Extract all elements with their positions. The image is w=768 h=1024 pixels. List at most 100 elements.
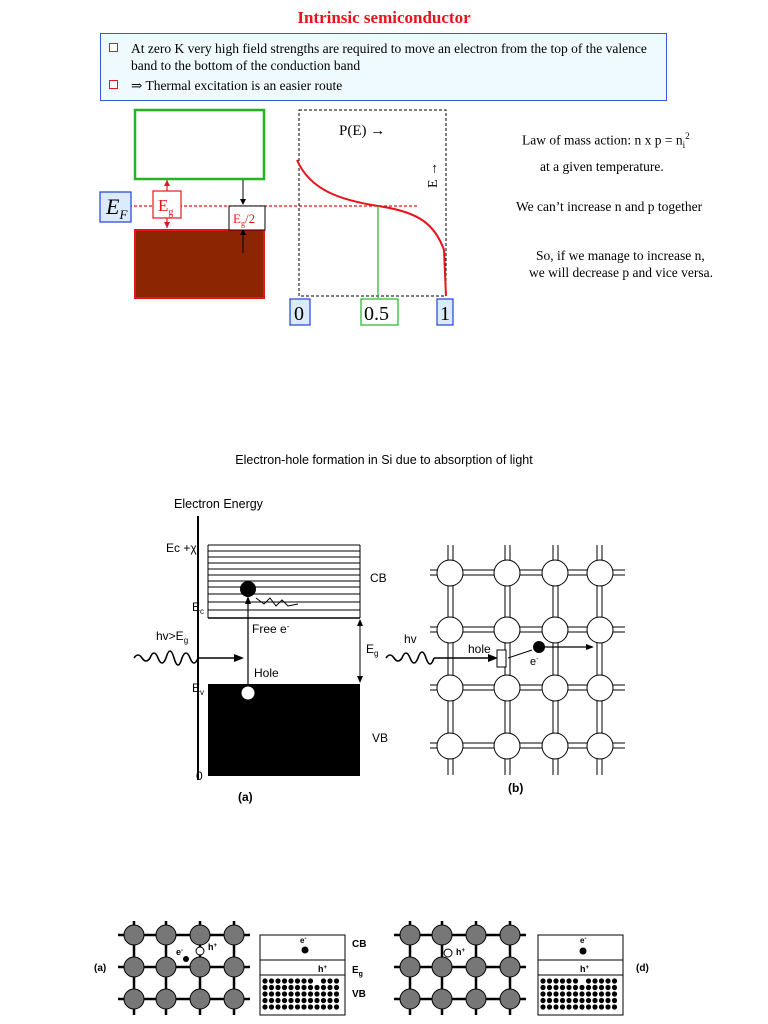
vb-electron-dot <box>553 1004 559 1010</box>
cb-e-label-d: e- <box>580 936 586 945</box>
vb-electron-dot <box>605 1004 611 1010</box>
vb-electron-dot <box>579 997 585 1004</box>
vb-label-a: VB <box>352 989 366 1000</box>
electron-energy-label: Electron Energy <box>174 497 264 511</box>
vb-electron-dot <box>333 1004 340 1010</box>
vb-electron-dot <box>314 991 320 997</box>
vb-electron-dot <box>572 978 579 984</box>
atoms-a <box>123 924 245 1010</box>
vb-electron-dot <box>281 984 288 991</box>
vb-electron-dot <box>307 984 314 991</box>
lattice-figure: hv hole e- (b) <box>385 545 625 795</box>
vb-electron-dot <box>281 997 288 1004</box>
vb-electron-dot <box>307 1004 314 1010</box>
eg-arrow-head-down <box>164 222 170 228</box>
hv-label-b: hv <box>404 632 417 646</box>
eg-bracket-head-up <box>357 619 363 626</box>
panel-b-label: (b) <box>508 781 523 795</box>
photon-wave-b <box>385 651 435 665</box>
vb-electron-dot <box>281 991 288 997</box>
bullet-box: At zero K very high field strengths are … <box>100 33 667 101</box>
temperature-note: at a given temperature. <box>540 159 664 174</box>
vb-electron-dot <box>585 997 592 1004</box>
lattice-band-figure-d: h+ e- h+ (d) <box>394 921 649 1016</box>
hole-dot <box>240 685 256 701</box>
lattice-band-figure-a: e- h+ (a) e- h+ CB Eg VB <box>94 921 366 1016</box>
vb-electron-dot <box>307 991 314 997</box>
vb-electron-dot <box>294 1004 301 1010</box>
vb-h-label-d: h+ <box>580 964 590 974</box>
e-label-a: e- <box>176 947 183 957</box>
vb-electron-dot <box>585 1004 592 1010</box>
vb-electron-dot <box>611 978 618 984</box>
h-label-a: h+ <box>208 942 218 952</box>
figure-caption: Electron-hole formation in Si due to abs… <box>235 453 533 467</box>
valence-band <box>134 229 265 299</box>
vb-electron-dot <box>611 1004 618 1010</box>
vb-electron-dot <box>281 1004 288 1010</box>
hv-eg-label: hv>Eg <box>156 629 188 645</box>
vb-electron-dot <box>553 997 559 1004</box>
vb-electron-dot <box>546 984 553 991</box>
tick-05-box <box>360 298 399 326</box>
vb-electron-dot <box>314 1004 320 1010</box>
vb-electron-dot <box>268 978 275 984</box>
vb-electron-dot <box>333 978 340 984</box>
ef-label: EF <box>105 194 128 222</box>
vb-electron-dot <box>546 991 553 997</box>
vb-electron-dot <box>268 991 275 997</box>
cb-e-label-a: e- <box>300 936 306 945</box>
vb-electron-dot <box>281 978 288 984</box>
pe-label: P(E) → <box>339 123 385 139</box>
eg-label-a: Eg <box>352 965 363 978</box>
conduction-band <box>133 108 266 181</box>
eg-half-arrowhead-top <box>240 199 246 205</box>
so-line-2: we will decrease p and vice versa. <box>529 265 714 280</box>
vb-electron-dot <box>598 991 605 997</box>
vb-electron-dot <box>546 1004 553 1010</box>
vb-electron-dot <box>598 997 605 1004</box>
zero-label: 0 <box>196 769 203 783</box>
vb-electron-dot <box>268 984 275 991</box>
ec-chi-label: Ec +χ <box>166 541 197 555</box>
vb-electron-dot <box>540 991 546 997</box>
vb-electron-dot <box>288 1004 294 1010</box>
vb-electron-dot <box>553 984 559 991</box>
vb-electron-dot <box>327 978 333 984</box>
tick-0: 0 <box>294 303 304 325</box>
cb-label-a: CB <box>352 939 366 950</box>
electron-arrowhead-b <box>586 644 594 650</box>
photon-arrowhead-b <box>488 654 498 662</box>
vb-electron-dot <box>262 1004 268 1010</box>
vb-electron-dot <box>611 984 618 991</box>
vb-electron-dot <box>572 984 579 991</box>
vb-electron-dot <box>307 978 314 984</box>
eg-fig-label: Eg <box>366 642 378 658</box>
vb-electron-dot <box>540 978 546 984</box>
vb-electron-dot <box>566 978 572 984</box>
vb-electron-dot <box>572 1004 579 1010</box>
vb-electron-dot <box>262 991 268 997</box>
hole-label: Hole <box>254 666 279 680</box>
vb-electron-dot <box>275 1004 281 1010</box>
panel-a-label: (a) <box>238 790 253 804</box>
vb-electron-dot <box>605 984 611 991</box>
vb-electron-dot <box>566 991 572 997</box>
fermi-function-frame <box>298 109 447 297</box>
vb-electron-dot <box>301 1004 307 1010</box>
vb-electron-dot <box>566 984 572 991</box>
vb-electron-dot <box>327 997 333 1004</box>
vb-electron-dot <box>333 991 340 997</box>
mass-action-law: Law of mass action: n x p = ni2 <box>522 131 690 151</box>
vb-electron-dot <box>268 1004 275 1010</box>
vb-electron-dot <box>294 997 301 1004</box>
vb-electron-dot <box>301 978 307 984</box>
vb-electron-dot <box>553 978 559 984</box>
vb-electrons-d <box>540 978 618 1010</box>
bullet-square-icon <box>109 43 118 52</box>
vb-electron-dot <box>288 978 294 984</box>
eg-bracket-head-down <box>357 676 363 683</box>
vb-electron-dot <box>275 978 281 984</box>
vb-electron-dot <box>585 978 592 984</box>
vb-electron-dot <box>327 991 333 997</box>
